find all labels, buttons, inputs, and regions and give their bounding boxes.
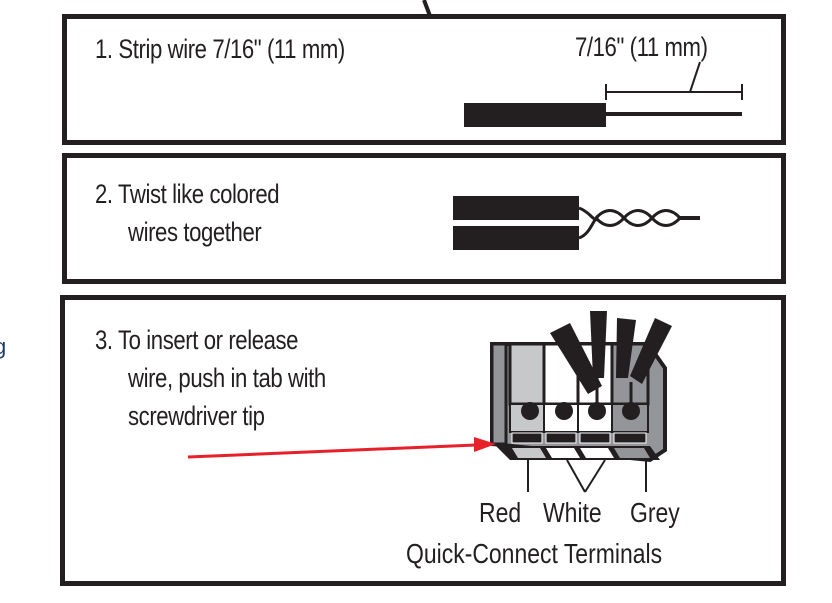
twisted-wires-illustration <box>453 196 700 250</box>
step-3-text-line-2: wire, push in tab with <box>128 363 326 393</box>
step-2-text-line-2: wires together <box>128 217 262 247</box>
step-1-number: 1. <box>95 34 113 64</box>
step-3-text: 3. To insert or release <box>95 322 298 358</box>
connector-line <box>422 0 432 17</box>
terminal-label-grey: Grey <box>630 497 680 528</box>
step-2-number: 2. <box>95 179 113 209</box>
terminals-caption: Quick-Connect Terminals <box>406 538 663 569</box>
step-3-line-1: To insert or release <box>117 325 299 355</box>
step-3-text-line-3: screwdriver tip <box>128 401 265 431</box>
step-1-text: 1. Strip wire 7/16" (11 mm) <box>95 31 345 67</box>
terminal-label-white: White <box>543 497 602 528</box>
step-2-panel: 2. Twist like colored wires together <box>62 153 786 284</box>
cropped-text-fragment: g <box>0 334 7 359</box>
terminal-label-red: Red <box>479 497 522 528</box>
step-1-panel: 1. Strip wire 7/16" (11 mm) 7/16" (11 mm… <box>62 14 786 145</box>
step-2-text: 2. Twist like colored <box>95 176 280 212</box>
dimension-label: 7/16" (11 mm) <box>575 32 708 62</box>
step-2-line-1: Twist like colored <box>117 179 280 209</box>
step-1-line-1: Strip wire 7/16" (11 mm) <box>118 34 345 64</box>
stripped-wire-illustration <box>464 61 743 127</box>
step-3-number: 3. <box>95 325 113 355</box>
